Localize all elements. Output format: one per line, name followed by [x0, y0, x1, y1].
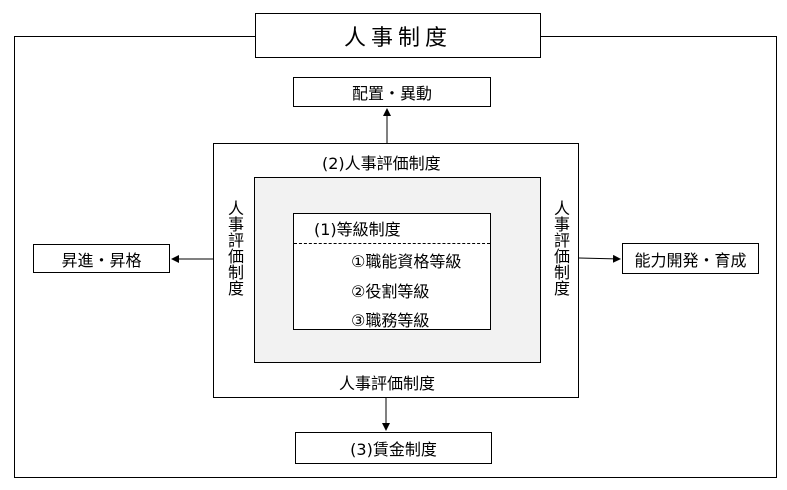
- promotion-box: 昇進・昇格: [33, 244, 170, 273]
- grade-system-box: (1)等級制度 ①職能資格等級 ②役割等級 ③職務等級: [293, 213, 491, 330]
- arrow-to-development: [578, 254, 621, 263]
- grade-item: ②役割等級: [351, 282, 430, 301]
- evaluation-system-top-label: (2)人事評価制度: [322, 154, 441, 173]
- evaluation-system-right-label: 人事評価制度: [551, 200, 570, 296]
- placement-box: 配置・異動: [293, 77, 491, 107]
- grade-item: ③職務等級: [351, 311, 430, 330]
- grade-item: ①職能資格等級: [351, 252, 462, 271]
- evaluation-system-bottom-label: 人事評価制度: [339, 374, 436, 393]
- wage-system-box: (3)賃金制度: [295, 432, 492, 464]
- diagram-title: 人事制度: [255, 13, 541, 58]
- development-box: 能力開発・育成: [622, 243, 759, 274]
- grade-system-title: (1)等級制度: [314, 220, 401, 239]
- grade-system-divider: [294, 243, 490, 244]
- evaluation-system-left-label: 人事評価制度: [225, 200, 244, 296]
